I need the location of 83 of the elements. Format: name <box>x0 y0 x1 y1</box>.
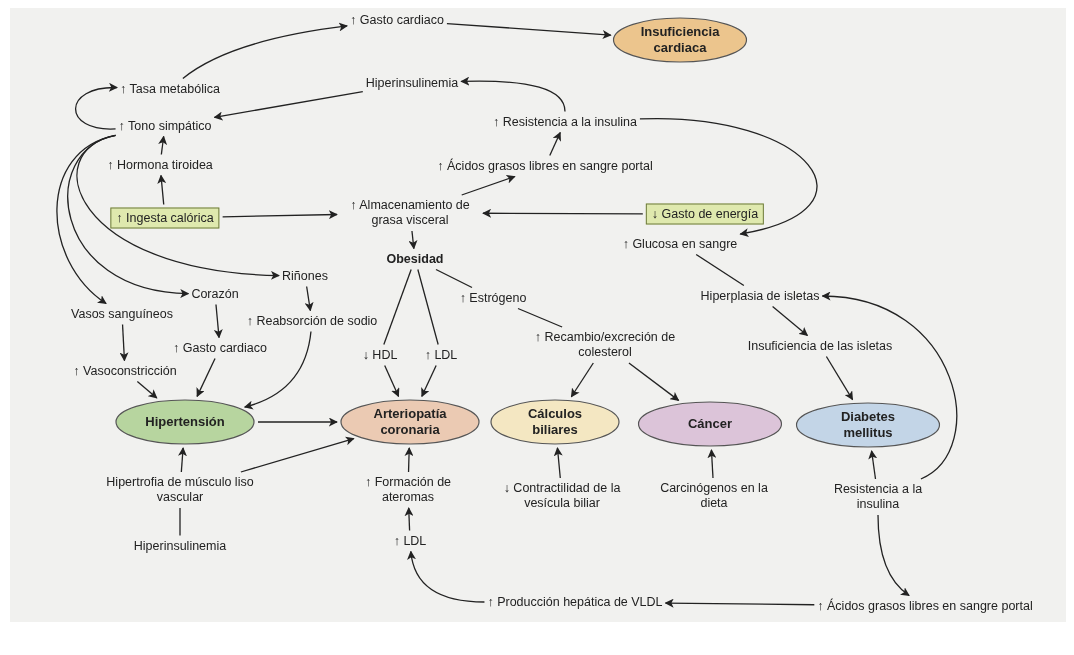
arrow <box>196 357 216 398</box>
arrow <box>136 380 158 399</box>
outcome-ellipse: Cáncer <box>637 401 783 447</box>
node-label: Resistencia a la insulina <box>828 482 928 512</box>
node-label: Hiperplasia de isletas <box>700 288 820 304</box>
node-label: ↑ LDL <box>393 533 427 549</box>
arrow <box>178 447 187 473</box>
node-label: ↑ Gasto cardiaco <box>350 12 444 28</box>
connector-line <box>383 268 412 346</box>
node-label: ↑ Resistencia a la insulina <box>493 114 637 130</box>
node-label: Hiperinsulinemia <box>365 75 459 91</box>
arrow <box>404 447 414 473</box>
arrow <box>243 330 312 410</box>
arrow <box>664 598 815 608</box>
arrow <box>74 83 118 130</box>
arrow <box>384 364 400 398</box>
node-label: ↑ LDL <box>424 347 458 363</box>
node-label: Insuficiencia de las isletas <box>747 338 893 354</box>
node-label: ↑ Estrógeno <box>459 290 527 306</box>
arrow <box>158 135 168 156</box>
arrow <box>482 208 644 218</box>
node-label: Vasos sanguíneos <box>71 306 173 322</box>
node-label: ↑ Ácidos grasos libres en sangre portal <box>437 158 653 174</box>
arrow <box>404 507 414 532</box>
node-label: ↑ Producción hepática de VLDL <box>487 594 663 610</box>
outcome-ellipse: Arteriopatía coronaria <box>340 399 480 445</box>
arrow <box>549 131 561 157</box>
arrow <box>407 550 486 603</box>
node-label: ↑ Almacenamiento de grasa visceral <box>340 198 480 228</box>
arrow <box>639 118 818 237</box>
outcome-ellipse: Cálculos biliares <box>490 399 620 445</box>
arrow <box>460 76 566 113</box>
highlight-box: ↓ Gasto de energía <box>645 203 765 225</box>
arrow <box>821 292 958 480</box>
node-label: ↑ Tono simpático <box>118 118 212 134</box>
node-label: ↓ HDL <box>362 347 398 363</box>
connector-line <box>695 253 745 287</box>
arrow <box>707 449 717 479</box>
arrow <box>119 323 129 362</box>
arrow <box>408 230 418 250</box>
node-label: ↑ Reabsorción de sodio <box>246 313 378 329</box>
node-label: Riñones <box>282 268 328 284</box>
arrow <box>570 362 594 398</box>
arrow <box>461 174 516 196</box>
arrow <box>157 174 167 206</box>
arrow <box>213 90 364 121</box>
connector-line <box>417 268 439 346</box>
outcome-ellipse: Insuficiencia cardiaca <box>612 17 748 63</box>
node-label: Hipertrofia de músculo liso vascular <box>95 475 265 505</box>
node-label: ↑ Gasto cardiaco <box>173 340 267 356</box>
connector-line <box>179 507 181 537</box>
outcome-ellipse: Hipertensión <box>115 399 255 445</box>
connector-line <box>517 307 563 328</box>
arrow <box>825 355 854 401</box>
node-label: ↑ Glucosa en sangre <box>622 236 738 252</box>
node-label: ↑ Recambio/excreción de colesterol <box>530 330 680 360</box>
node-label: ↑ Hormona tiroidea <box>107 157 213 173</box>
arrow <box>553 447 563 479</box>
node-label: Corazón <box>191 286 239 302</box>
arrow <box>222 210 338 220</box>
arrow <box>213 303 223 339</box>
highlight-box: ↑ Ingesta calórica <box>110 207 220 229</box>
arrow <box>628 362 680 401</box>
arrow <box>240 436 355 473</box>
node-label: Obesidad <box>386 251 444 267</box>
arrow <box>76 134 280 280</box>
arrow <box>257 417 338 427</box>
node-label: ↑ Vasoconstricción <box>73 363 177 379</box>
arrow <box>446 22 612 39</box>
node-label: Hiperinsulinemia <box>133 538 227 554</box>
node-label: Carcinógenos en la dieta <box>659 481 769 511</box>
arrow <box>421 364 437 398</box>
node-label: ↑ Ácidos grasos libres en sangre portal <box>817 598 1033 614</box>
outcome-ellipse: Diabetes mellitus <box>795 402 941 448</box>
arrow <box>182 22 348 80</box>
node-label: ↓ Contractilidad de la vesícula biliar <box>487 481 637 511</box>
arrow <box>771 305 809 337</box>
connector-line <box>435 268 473 289</box>
arrow <box>868 450 878 480</box>
arrow <box>304 285 314 312</box>
arrow <box>877 514 910 597</box>
node-label: ↑ Formación de ateromas <box>353 475 463 505</box>
node-label: ↑ Tasa metabólica <box>120 81 220 97</box>
